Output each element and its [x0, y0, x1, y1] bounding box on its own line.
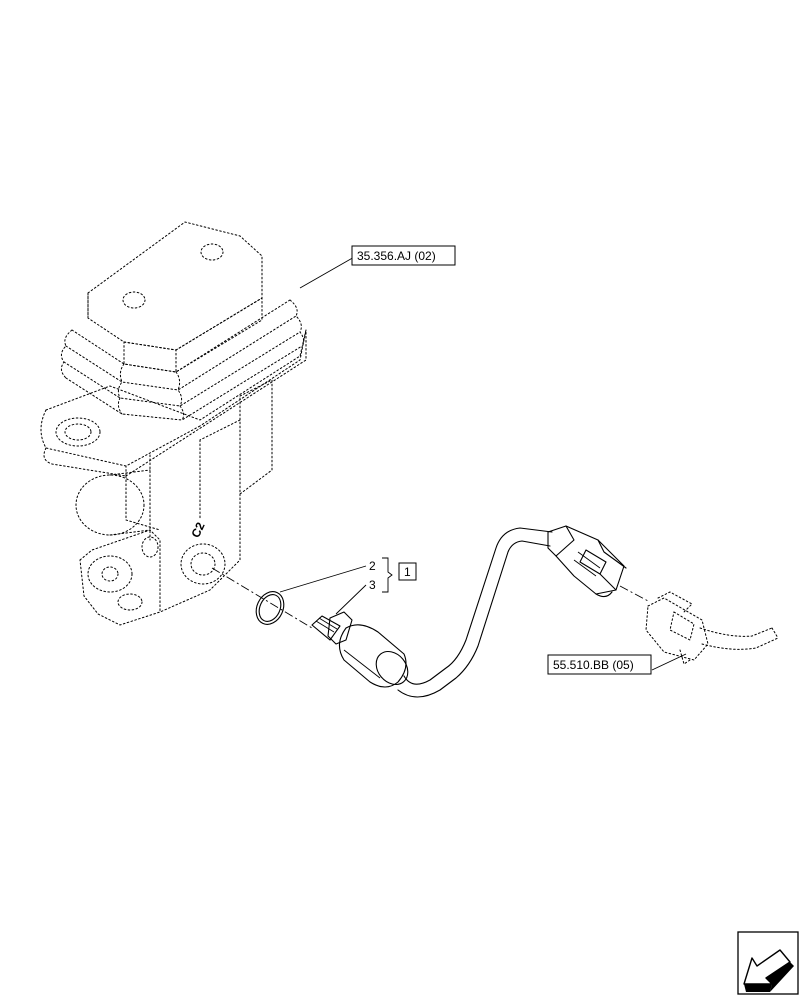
- assembly-centerline: [211, 567, 313, 629]
- ref-box-connector[interactable]: [547, 654, 652, 675]
- sensor-cable: [397, 527, 553, 698]
- o-ring: [255, 591, 285, 625]
- group-bracket: [382, 557, 393, 593]
- ref-label-joystick[interactable]: 35.356.AJ (02): [357, 249, 436, 263]
- leader-line-joystick: [299, 255, 357, 289]
- leader-line-sensor: [335, 584, 367, 615]
- item-number-2: 2: [369, 559, 376, 573]
- joystick-valve-assembly: C2: [40, 221, 307, 626]
- nav-arrow-icon[interactable]: [737, 931, 799, 995]
- kit-item-number[interactable]: 1: [404, 565, 411, 579]
- ref-box-joystick[interactable]: [351, 245, 456, 266]
- leader-line-oring: [279, 565, 367, 593]
- mating-connector: [645, 591, 779, 665]
- ref-label-connector[interactable]: 55.510.BB (05): [553, 658, 634, 672]
- pressure-sensor: [311, 611, 409, 688]
- connector-centerline: [619, 585, 651, 603]
- harness-connector: [547, 525, 627, 598]
- item-number-3: 3: [369, 578, 376, 592]
- port-mark-c2: C2: [188, 520, 207, 540]
- leader-line-connector: [651, 653, 687, 671]
- kit-item-box[interactable]: [398, 562, 417, 581]
